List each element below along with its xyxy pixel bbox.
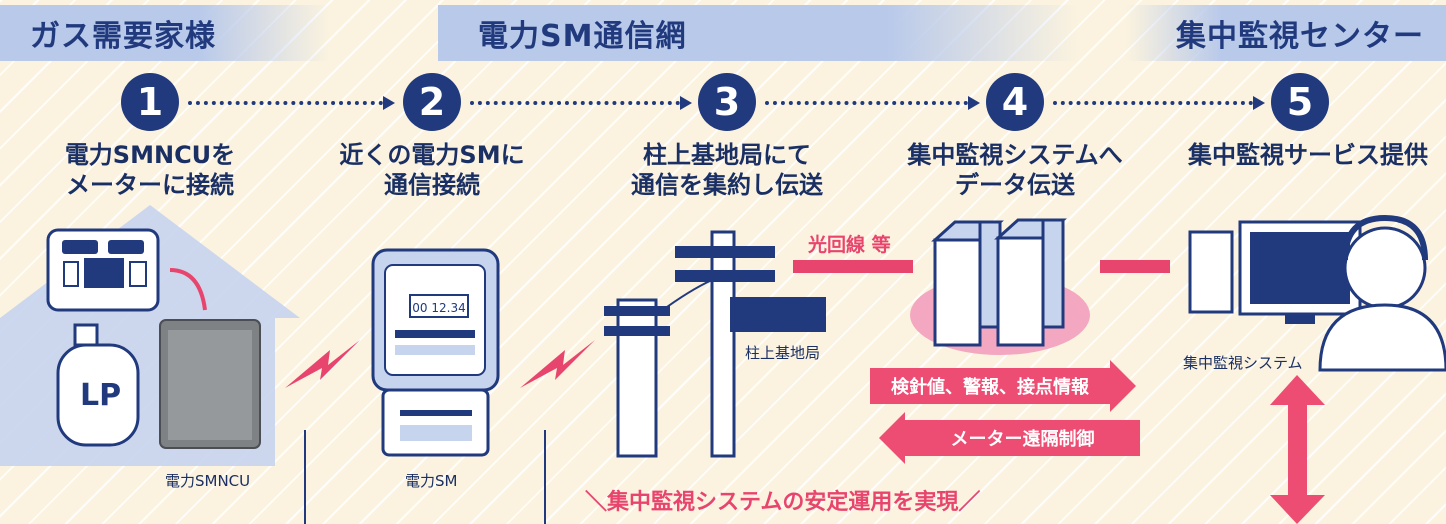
slash-left: ＼ — [585, 490, 608, 515]
smncu-caption: 電力SMNCU — [165, 472, 251, 490]
step-5-title: 集中監視サービス提供 — [1188, 141, 1428, 169]
footer-text: 集中監視システムの安定運用を実現 — [607, 490, 959, 515]
monitoring-system-caption: 集中監視システム — [1183, 354, 1303, 372]
operator-headset-icon — [1318, 214, 1446, 372]
wireless-signal-icon — [285, 340, 595, 388]
monitoring-workstation-icon — [1188, 220, 1362, 324]
step-4-badge: 4 — [986, 73, 1044, 131]
bidirectional-arrow-icon — [1270, 375, 1325, 524]
step-3-title: 柱上基地局にて 通信を集約し伝送 — [631, 141, 823, 199]
step-1-title: 電力SMNCUを メーターに接続 — [64, 141, 236, 199]
connector-arrow-2-3 — [470, 96, 692, 110]
utility-pole-icon — [604, 230, 826, 458]
upstream-data-arrow: 検針値、警報、接点情報 — [870, 360, 1136, 412]
footer-slogan: ＼集中監視システムの安定運用を実現／ — [585, 484, 980, 516]
base-station-caption: 柱上基地局 — [745, 344, 821, 362]
fiber-line-left — [793, 260, 913, 273]
fiber-line-right — [1100, 260, 1170, 273]
smncu-device-icon — [159, 319, 261, 449]
band-gas-customer: ガス需要家様 — [0, 5, 330, 61]
remote-control-arrow: メーター遠隔制御 — [879, 412, 1140, 464]
connector-arrow-4-5 — [1053, 96, 1265, 110]
fiber-line-label: 光回線 等 — [808, 234, 891, 256]
step-4-title: 集中監視システムへ データ伝送 — [907, 141, 1123, 199]
slash-right: ／ — [958, 490, 981, 515]
gas-meter-icon — [46, 228, 160, 312]
step-3-badge: 3 — [698, 73, 756, 131]
lp-gas-cylinder-icon — [56, 323, 140, 447]
band-monitoring-center: 集中監視センター — [1126, 5, 1446, 61]
connector-arrow-1-2 — [188, 96, 395, 110]
step-1-badge: 1 — [121, 73, 179, 131]
lp-label: LP — [80, 378, 122, 413]
svg-text:00 12.34: 00 12.34 — [412, 301, 465, 315]
step-5-badge: 5 — [1271, 73, 1329, 131]
band-power-sm-network: 電力SM通信網 — [438, 5, 1078, 61]
connector-arrow-3-4 — [765, 96, 980, 110]
step-2-badge: 2 — [403, 73, 461, 131]
power-sm-caption: 電力SM — [405, 472, 458, 490]
power-smart-meter-icon: 00 12.34 — [371, 248, 500, 457]
step-2-title: 近くの電力SMに 通信接続 — [339, 141, 525, 199]
server-cluster-icon — [910, 218, 1090, 355]
